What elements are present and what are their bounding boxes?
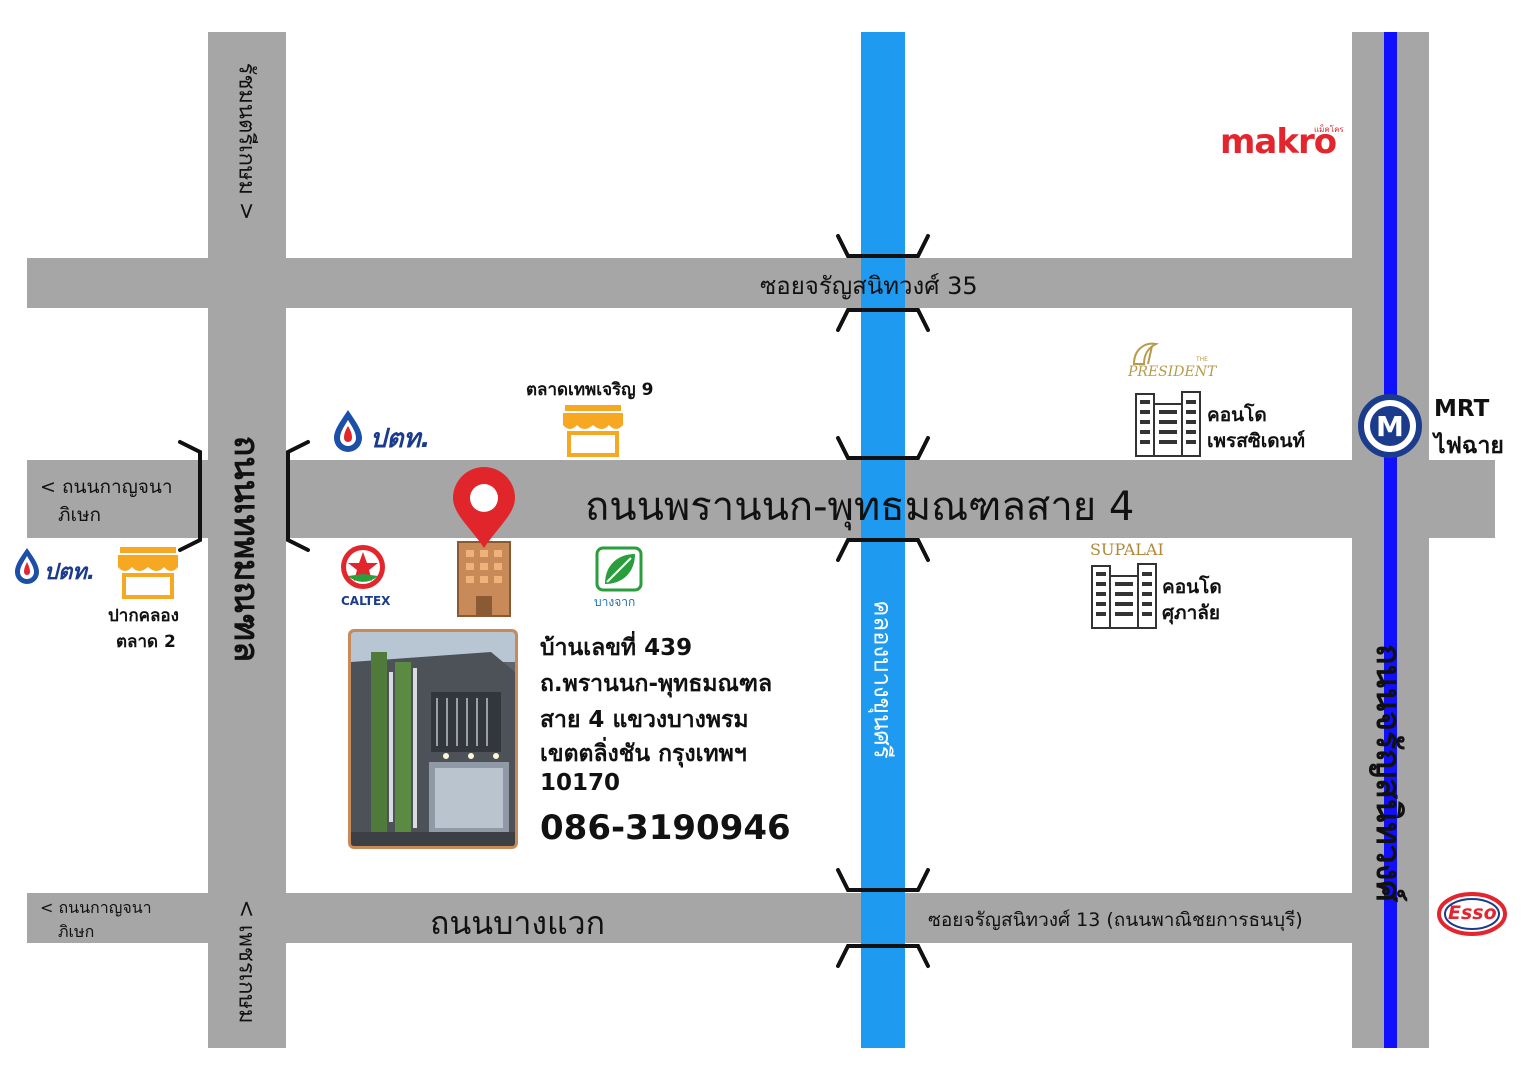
mrt-line <box>1384 32 1397 1048</box>
mrt-label-line1: MRT <box>1434 396 1490 422</box>
bangchak-logo: บางจาก <box>594 595 636 609</box>
condo-building-icon-president <box>1135 391 1201 457</box>
condo-supalai-line2: ศุภาลัย <box>1162 602 1221 624</box>
market-icon-left <box>118 547 178 599</box>
mrt-badge: M <box>1376 410 1404 443</box>
makro-logo-small: แม็คโคร <box>1314 125 1344 134</box>
market-top-label: ตลาดเทพเจริญ 9 <box>526 380 654 400</box>
ptt-logo-top: ปตท. <box>370 424 431 454</box>
left-exit-bottom-line2: ภิเษก <box>58 922 95 941</box>
destination-building-icon <box>457 541 511 617</box>
address-line1: บ้านเลขที่ 439 <box>540 635 693 661</box>
ptt-logo-left: ปตท. <box>44 560 96 585</box>
phone-number[interactable]: 086-3190946 <box>540 808 791 848</box>
canal-label: คลองบางขุนศรี <box>868 600 897 759</box>
address-line3: สาย 4 แขวงบางพรม <box>540 707 749 733</box>
left-exit-top-line1: < ถนนกาญจนา <box>40 476 173 498</box>
left-road-bottom-label: < เพชรเกษม <box>233 899 259 1024</box>
condo-building-icon-supalai <box>1091 563 1157 629</box>
left-vertical-road <box>208 32 286 1048</box>
address-line4: เขตตลิ่งชัน กรุงเทพฯ <box>540 741 747 767</box>
address-line5: 10170 <box>540 770 621 796</box>
bangchak-leaf-icon <box>595 546 643 592</box>
left-road-main-label: ถนนเทพมณฑล <box>226 435 266 663</box>
building-photo <box>348 629 518 849</box>
ptt-drop-icon-left <box>15 548 39 584</box>
top-horizontal-road <box>27 258 1352 308</box>
market-left-line1: ปากคลอง <box>108 606 179 626</box>
mrt-label-line2: ไฟฉาย <box>1434 433 1504 459</box>
market-icon-top <box>563 405 623 457</box>
caltex-logo: CALTEX <box>341 594 391 608</box>
location-pin-icon <box>453 467 515 548</box>
top-road-label: ซอยจรัญสนิทวงศ์ 35 <box>760 272 978 300</box>
left-exit-bottom-line1: < ถนนกาญจนา <box>40 898 152 917</box>
caltex-star-icon <box>341 545 385 589</box>
condo-supalai-line1: คอนโด <box>1162 576 1222 598</box>
makro-logo: makro <box>1220 122 1337 162</box>
supalai-logo: SUPALAI <box>1090 540 1164 559</box>
esso-oval-icon <box>1437 892 1507 936</box>
condo-president-line1: คอนโด <box>1207 404 1267 426</box>
left-road-top-label: รัชมนตรีเกษม > <box>233 62 259 221</box>
president-crest-icon <box>1132 342 1160 365</box>
bottom-horizontal-road <box>27 893 1352 943</box>
market-left-line2: ตลาด 2 <box>116 632 176 652</box>
president-logo: PRESIDENT <box>1128 364 1217 380</box>
main-road-label: ถนนพรานนก-พุทธมณฑลสาย 4 <box>585 484 1135 530</box>
ptt-drop-icon <box>334 410 362 452</box>
esso-logo: Esso <box>1448 902 1497 924</box>
bottom-road-right-label: ซอยจรัญสนิทวงศ์ 13 (ถนนพาณิชยการธนบุรี) <box>928 909 1303 931</box>
left-exit-top-line2: ภิเษก <box>58 504 102 526</box>
mrt-station-icon <box>1358 394 1422 458</box>
main-horizontal-road <box>27 460 1495 538</box>
president-logo-small: THE <box>1196 356 1208 363</box>
condo-president-line2: เพรสซิเดนท์ <box>1207 430 1306 452</box>
right-road-label: ถนนจรัญสนิทวงศ์ <box>1368 644 1408 902</box>
bottom-road-left-label: ถนนบางแวก <box>430 904 605 942</box>
address-line2: ถ.พรานนก-พุทธมณฑล <box>540 671 773 697</box>
